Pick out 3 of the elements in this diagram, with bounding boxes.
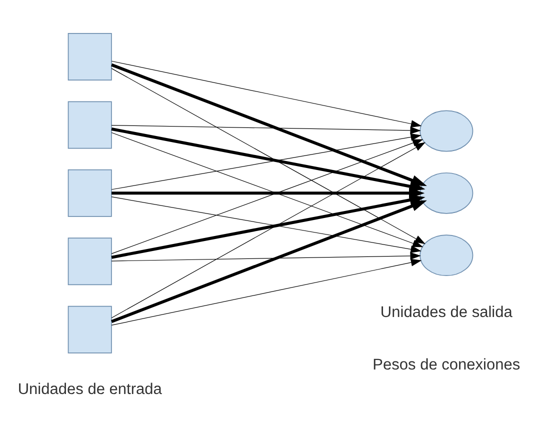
label: Unidades de entrada	[18, 380, 162, 398]
label: Unidades de salida	[380, 303, 512, 320]
label: Pesos de conexiones	[372, 356, 520, 374]
